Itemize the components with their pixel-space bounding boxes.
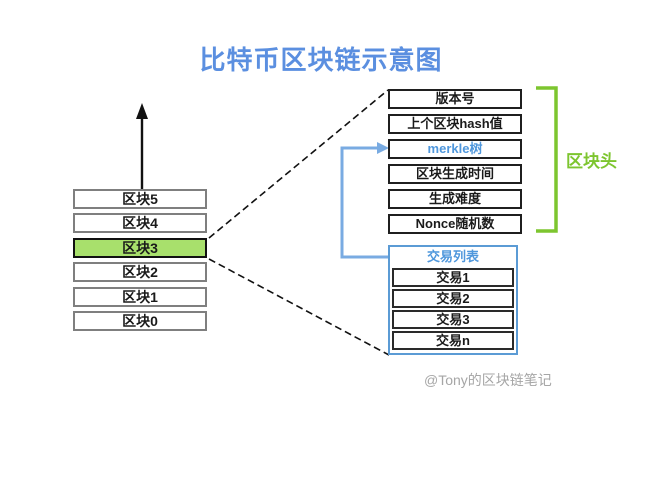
stack-block-1: 区块1 — [73, 287, 207, 307]
tx-row-n: 交易n — [392, 331, 514, 350]
header-field-difficulty: 生成难度 — [388, 189, 522, 209]
transaction-list-box: 交易列表 交易1 交易2 交易3 交易n — [388, 245, 518, 355]
tx-row-2: 交易2 — [392, 289, 514, 308]
header-field-nonce: Nonce随机数 — [388, 214, 522, 234]
tx-row-1: 交易1 — [392, 268, 514, 287]
watermark-credit: @Tony的区块链笔记 — [424, 372, 552, 388]
stack-block-0: 区块0 — [73, 311, 207, 331]
stack-block-4: 区块4 — [73, 213, 207, 233]
header-field-prev-hash: 上个区块hash值 — [388, 114, 522, 134]
transaction-list-title: 交易列表 — [426, 249, 479, 264]
block-header-label: 区块头 — [566, 152, 617, 171]
stack-block-2: 区块2 — [73, 262, 207, 282]
dashed-connector-upper — [208, 89, 389, 239]
header-field-timestamp: 区块生成时间 — [388, 164, 522, 184]
stack-block-3-highlighted: 区块3 — [73, 238, 207, 258]
up-arrow-icon — [136, 103, 148, 190]
dashed-connector-lower — [208, 258, 390, 356]
merkle-arrow-connector — [340, 142, 389, 259]
page-title: 比特币区块链示意图 — [199, 45, 443, 75]
stack-block-5: 区块5 — [73, 189, 207, 209]
block-header-bracket — [536, 86, 558, 233]
header-field-merkle-tree: merkle树 — [388, 139, 522, 159]
header-field-version: 版本号 — [388, 89, 522, 109]
tx-row-3: 交易3 — [392, 310, 514, 329]
